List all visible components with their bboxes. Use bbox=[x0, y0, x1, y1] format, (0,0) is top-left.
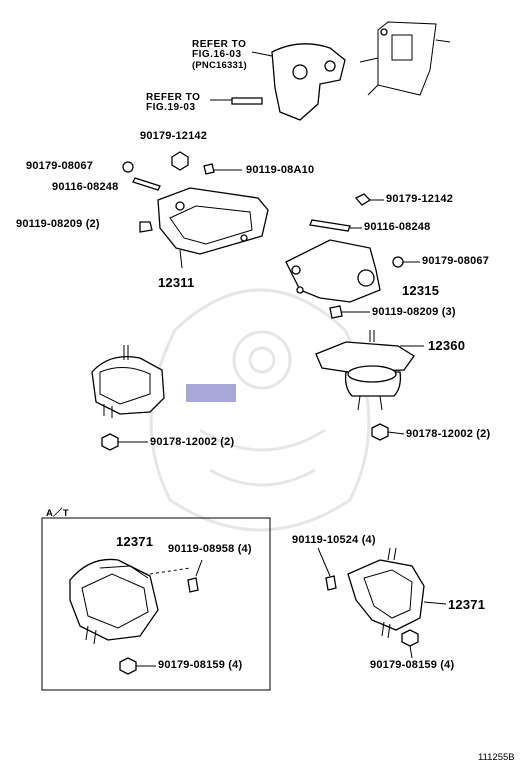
label-90178-12002-left: 90178-12002 (2) bbox=[150, 436, 235, 448]
trans-mount-right-drawing bbox=[317, 547, 447, 659]
label-12311: 12311 bbox=[158, 275, 195, 290]
bracket-12315-drawing bbox=[285, 193, 420, 319]
fasteners-left-drawing bbox=[122, 151, 242, 233]
at-box-frame bbox=[41, 517, 271, 691]
label-12360: 12360 bbox=[428, 338, 466, 353]
label-90116-08248-left: 90116-08248 bbox=[52, 181, 119, 193]
label-90119-08209-3: 90119-08209 (3) bbox=[372, 306, 456, 318]
label-90119-10524: 90119-10524 (4) bbox=[292, 534, 376, 546]
trans-mount-box-drawing bbox=[69, 558, 203, 675]
label-90179-08159-box: 90179-08159 (4) bbox=[158, 659, 243, 671]
engine-sketch-drawing bbox=[359, 21, 451, 96]
at-box-title: A／T bbox=[46, 508, 69, 519]
bracket-12311-drawing bbox=[157, 187, 269, 269]
engine-mount-left-drawing bbox=[91, 345, 165, 451]
engine-bracket-drawing bbox=[210, 43, 346, 121]
label-90178-12002-right: 90178-12002 (2) bbox=[406, 428, 491, 440]
refer-fig19-line1: REFER TO bbox=[146, 92, 201, 103]
refer-fig16-line1: REFER TO bbox=[192, 39, 247, 50]
engine-mount-12360-drawing bbox=[315, 330, 424, 441]
refer-fig16-line2: FIG.16-03 bbox=[192, 49, 242, 60]
refer-fig19-line2: FIG.19-03 bbox=[146, 102, 196, 113]
watermark-emblem bbox=[149, 288, 371, 532]
label-90179-08159-right: 90179-08159 (4) bbox=[370, 659, 455, 671]
label-12371-box: 12371 bbox=[116, 534, 154, 549]
refer-fig16-pnc: (PNC16331) bbox=[192, 60, 247, 71]
label-90119-08209-2: 90119-08209 (2) bbox=[16, 218, 100, 230]
label-90179-12142-right: 90179-12142 bbox=[386, 193, 454, 205]
figure-code: 111255B bbox=[478, 752, 515, 763]
label-12315: 12315 bbox=[402, 283, 440, 298]
label-90116-08248-right: 90116-08248 bbox=[364, 221, 431, 233]
highlighted-part-label[interactable] bbox=[186, 384, 236, 402]
label-90119-08a10: 90119-08A10 bbox=[246, 164, 315, 176]
label-90179-08067-right: 90179-08067 bbox=[422, 255, 490, 267]
label-90119-08958: 90119-08958 (4) bbox=[168, 543, 252, 555]
label-12371-right: 12371 bbox=[448, 597, 486, 612]
label-90179-08067-left: 90179-08067 bbox=[26, 160, 94, 172]
label-90179-12142-top: 90179-12142 bbox=[140, 130, 208, 142]
